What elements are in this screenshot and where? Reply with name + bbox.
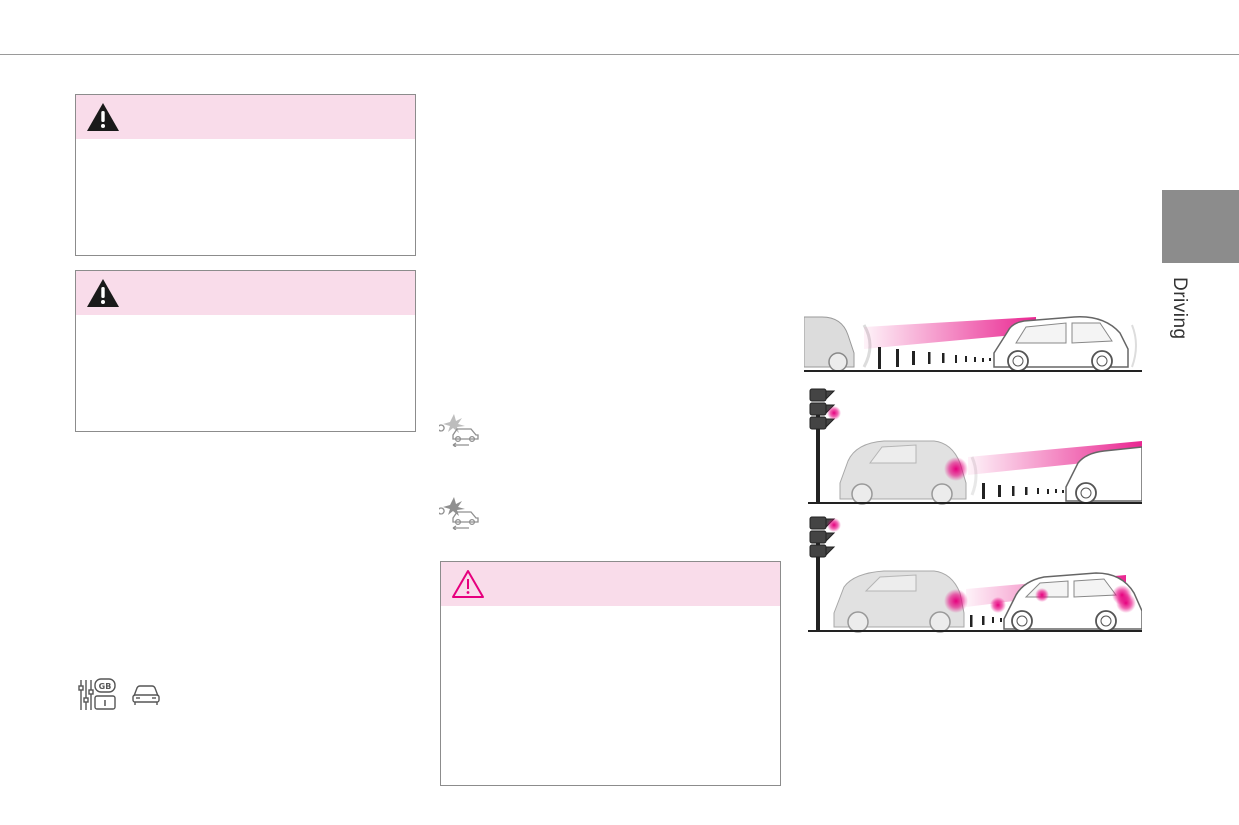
settings-sliders-icon: GB I <box>78 678 116 710</box>
warning-box-2 <box>75 270 416 432</box>
chapter-tab <box>1162 190 1239 263</box>
scene-pulling-away <box>808 516 1142 633</box>
scene-stopped-traffic-light <box>808 388 1142 505</box>
warning-box-1 <box>75 94 416 256</box>
caution-box <box>440 561 781 786</box>
settings-icon-gb-text: GB <box>99 682 112 691</box>
warning-header <box>76 271 415 315</box>
warning-triangle-filled-icon <box>87 103 119 131</box>
chapter-label: Driving <box>1169 277 1190 340</box>
collision-alert-icon <box>439 414 479 447</box>
car-icon <box>132 685 160 705</box>
warning-header <box>76 95 415 139</box>
adas-illustration <box>804 316 1142 633</box>
caution-header <box>441 562 780 606</box>
scene-following-distance <box>804 316 1142 372</box>
warning-triangle-outline-icon <box>452 570 484 598</box>
collision-alert-icon <box>439 497 479 530</box>
warning-triangle-filled-icon <box>87 279 119 307</box>
settings-icon-i-text: I <box>104 699 107 708</box>
header-rule <box>0 54 1239 55</box>
